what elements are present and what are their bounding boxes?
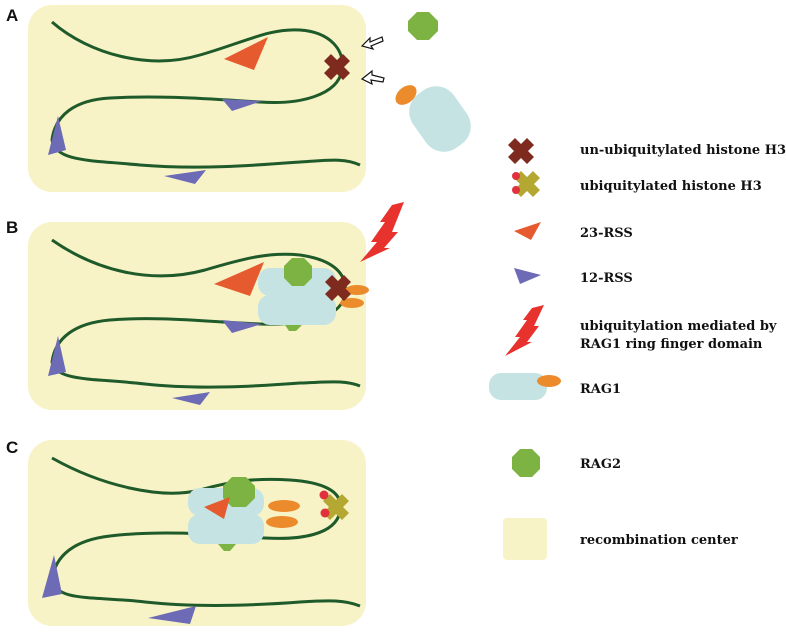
rss12-triangle-c1: [42, 555, 62, 598]
legend-lightning-icon: [505, 305, 544, 356]
legend-label-rss12: 12-RSS: [580, 271, 633, 286]
legend-label-rag2: RAG2: [580, 457, 622, 472]
arrow-icon-a1: [360, 36, 384, 51]
rss12-triangle-b3: [172, 392, 210, 405]
panel-label-b: B: [6, 218, 19, 237]
rag-complex-b: [258, 258, 369, 331]
rss12-triangle-a2: [48, 116, 66, 155]
rag2-octagon-a: [408, 12, 438, 40]
legend-recombination-center-icon: [503, 518, 547, 560]
legend-unubiquitylated-icon: [508, 138, 534, 164]
rss12-triangle-b2: [48, 336, 66, 376]
dna-strand-b: [50, 238, 361, 389]
rag1-protein-a: [395, 85, 471, 152]
lightning-icon-b: [360, 202, 404, 262]
legend-label-rss23: 23-RSS: [580, 226, 633, 241]
legend-label-recombination-center: recombination center: [580, 533, 738, 548]
rss12-triangle-b1: [222, 320, 262, 333]
legend-label-ubiquitylated: ubiquitylated histone H3: [580, 179, 762, 194]
legend-ubiquitylated-icon: [512, 171, 540, 197]
rss23-triangle-a: [224, 37, 268, 70]
rss12-triangle-c2: [148, 606, 196, 624]
dna-strand-a: [50, 20, 361, 169]
rss12-triangle-a1: [222, 99, 262, 111]
legend-label-ubiquitylation-1: ubiquitylation mediated by: [580, 319, 777, 334]
legend: [489, 138, 561, 560]
panel-label-a: A: [6, 6, 19, 25]
legend-label-ubiquitylation-2: RAG1 ring finger domain: [580, 337, 763, 352]
legend-rss12-icon: [514, 268, 541, 284]
rag-complex-c: [188, 477, 300, 551]
legend-rss23-icon: [514, 222, 541, 240]
legend-label-rag1: RAG1: [580, 382, 622, 397]
histone-h3-ubiquitylated-c: [319, 490, 349, 520]
arrow-icon-a2: [360, 69, 385, 86]
rss23-triangle-b: [214, 262, 264, 296]
legend-rag2-icon: [512, 449, 540, 477]
panel-a: [28, 5, 471, 192]
rss12-triangle-a3: [164, 170, 206, 184]
panel-b: [28, 202, 404, 410]
panel-c: [28, 440, 366, 626]
legend-label-unubiquitylated: un-ubiquitylated histone H3: [580, 143, 786, 158]
legend-rag1-icon: [489, 373, 561, 400]
panel-label-c: C: [6, 438, 19, 457]
